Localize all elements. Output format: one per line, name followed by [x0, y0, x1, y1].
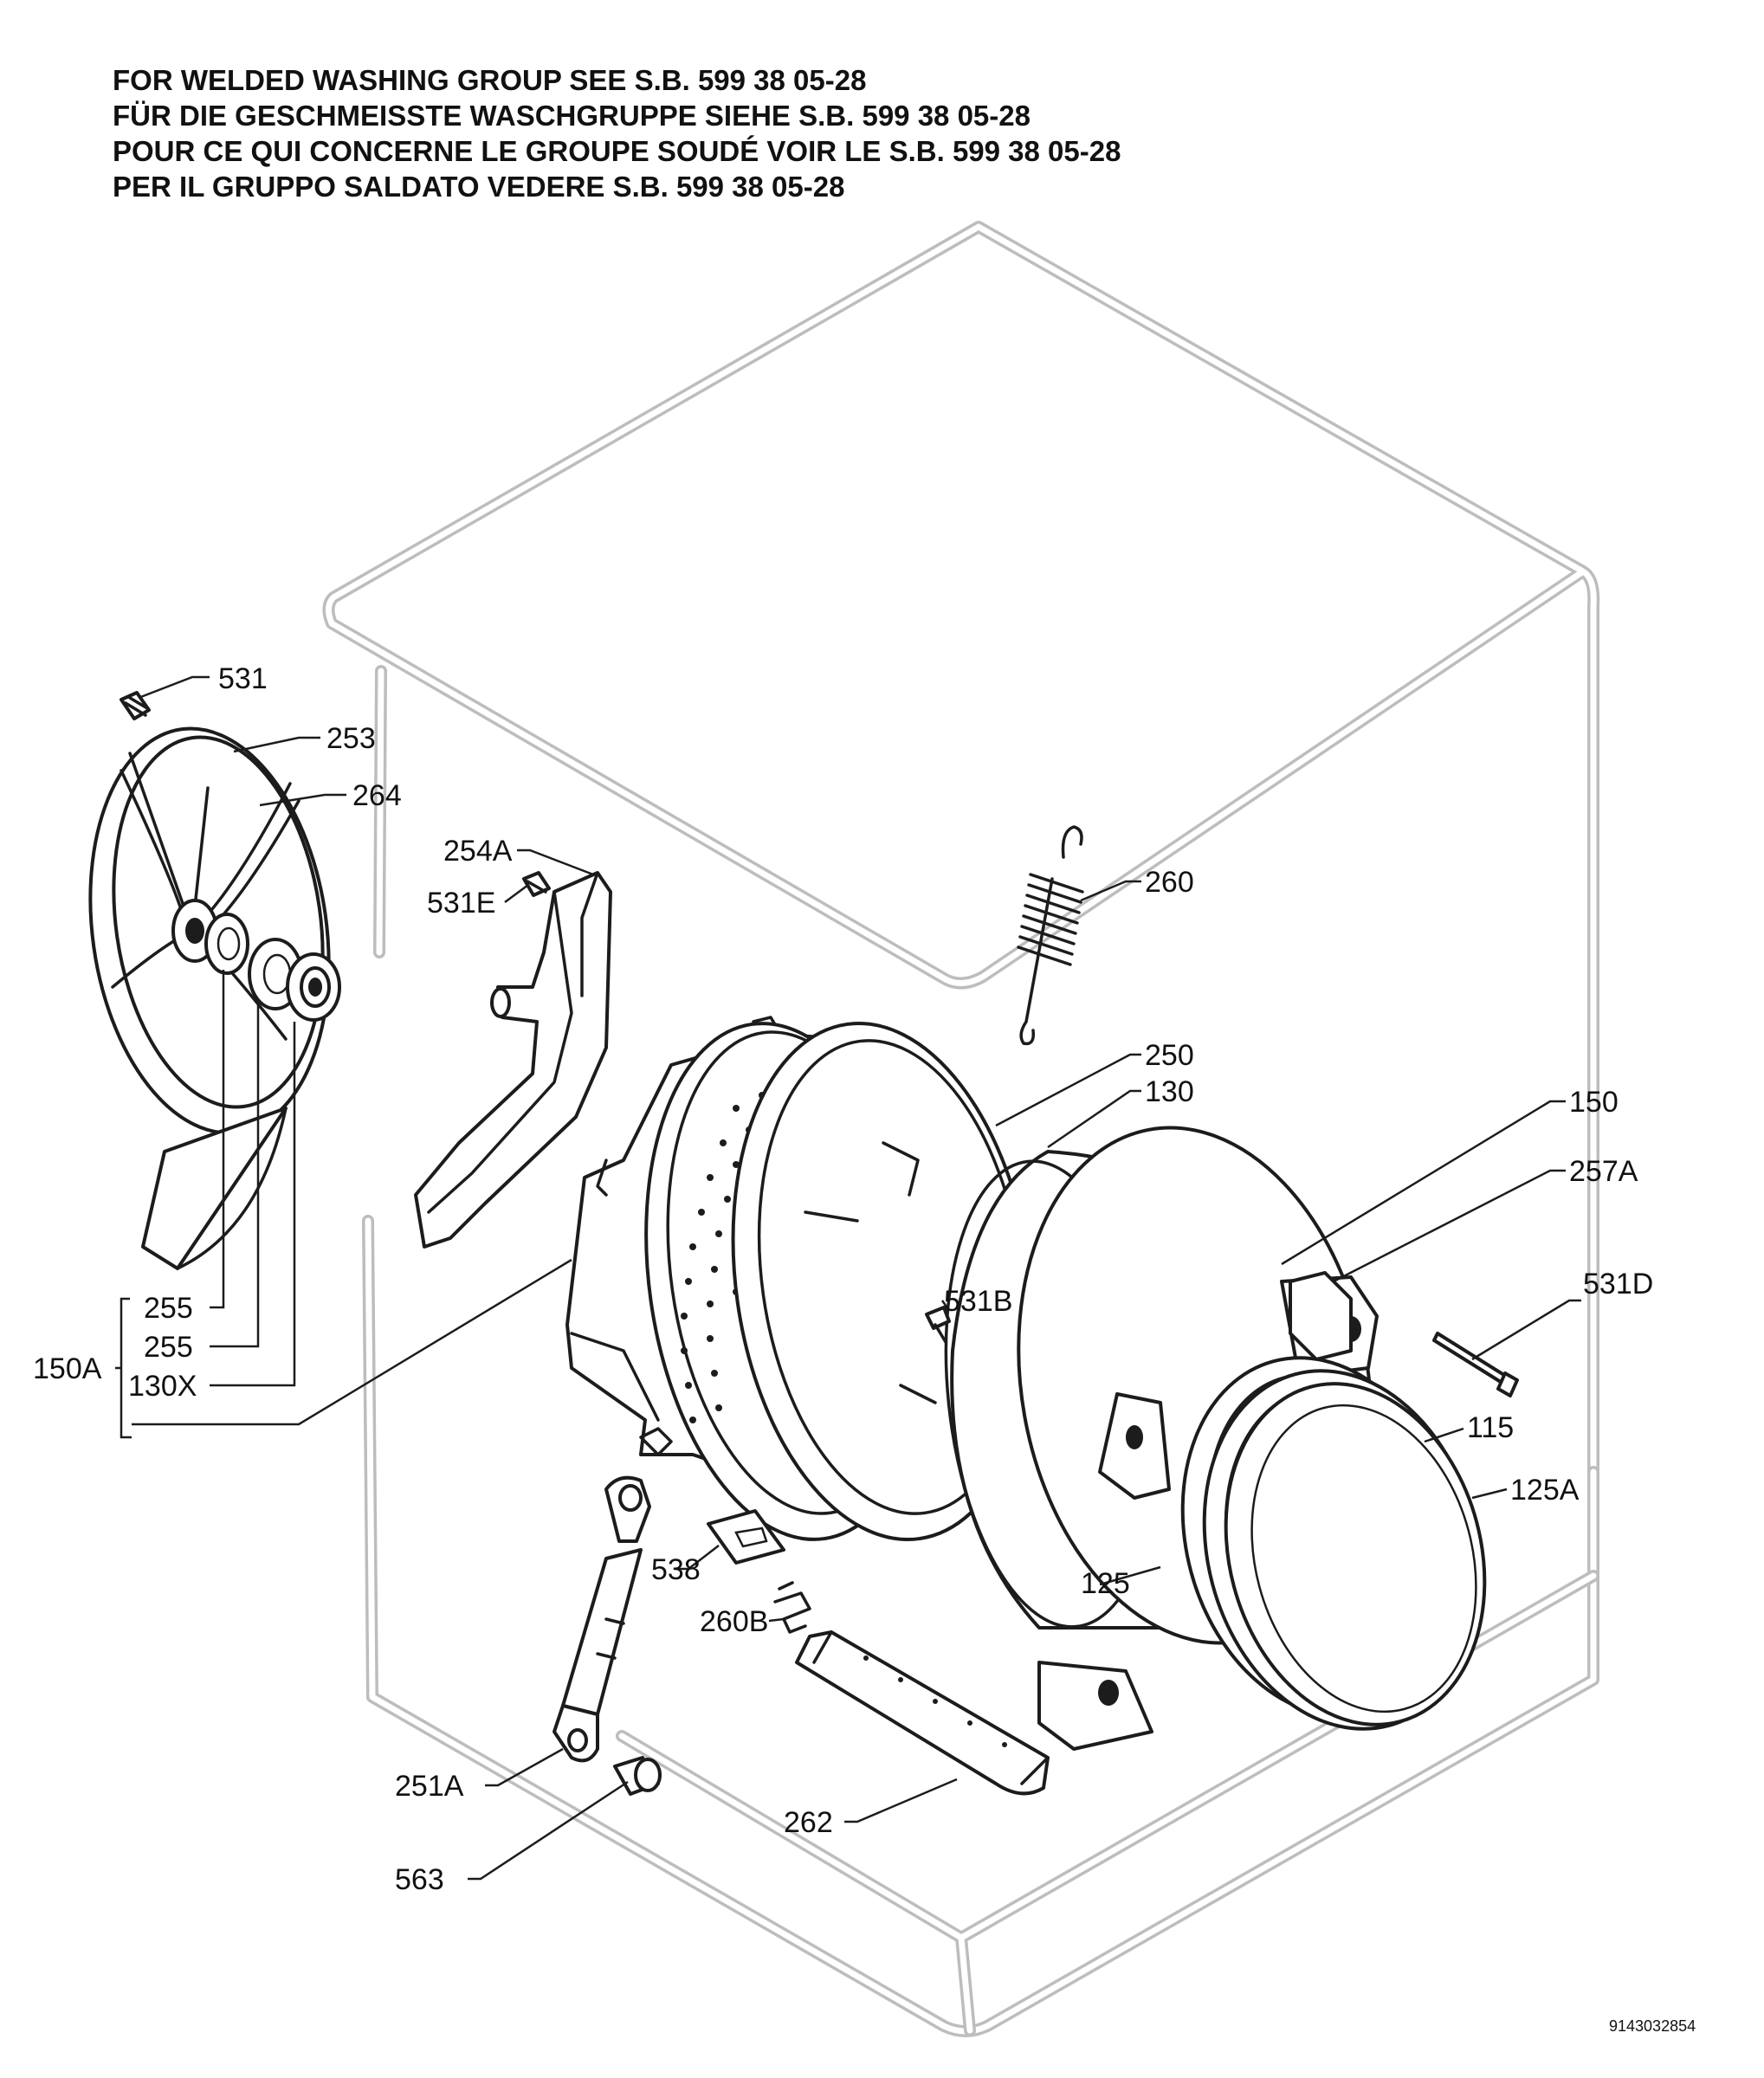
callout-251a: 251A: [395, 1770, 464, 1803]
callout-125a: 125A: [1510, 1474, 1580, 1507]
callout-115: 115: [1467, 1411, 1514, 1444]
callout-531e: 531E: [427, 887, 495, 920]
cabinet-housing: [322, 221, 1600, 2037]
support-bar-262: [795, 1630, 1050, 1796]
callout-150a: 150A: [33, 1352, 102, 1385]
callout-531d: 531D: [1583, 1268, 1653, 1300]
shock-absorber: [552, 1475, 651, 1763]
callout-250: 250: [1145, 1039, 1194, 1072]
callout-130: 130: [1145, 1075, 1194, 1108]
header-note-french: POUR CE QUI CONCERNE LE GROUPE SOUDÉ VOI…: [113, 135, 1121, 167]
leader-lines: [115, 675, 1581, 1881]
callout-262: 262: [784, 1806, 833, 1839]
callout-253: 253: [326, 722, 376, 755]
screw-531b: [925, 1306, 951, 1344]
callout-labels: 531 253 264 254A 531E 260 250 130 150 25…: [33, 662, 1653, 1896]
callout-130x: 130X: [128, 1370, 197, 1403]
callout-563: 563: [395, 1863, 444, 1896]
callout-125: 125: [1081, 1567, 1130, 1600]
screw-531e: [522, 871, 551, 897]
bolt-531d: [1432, 1332, 1519, 1397]
callout-257a: 257A: [1569, 1155, 1638, 1188]
document-number: 9143032854: [1609, 2017, 1696, 2035]
callout-260b: 260B: [700, 1605, 768, 1638]
callout-531: 531: [218, 662, 268, 695]
callout-260: 260: [1145, 866, 1194, 899]
screw-531: [120, 691, 151, 720]
seal-130x: [286, 952, 341, 1022]
callout-531b: 531B: [944, 1285, 1012, 1318]
suspension-spring: [1017, 825, 1084, 1046]
pin-563: [613, 1756, 662, 1796]
callout-254a: 254A: [443, 835, 513, 868]
header-note-german: FÜR DIE GESCHMEISSTE WASCHGRUPPE SIEHE S…: [113, 100, 1031, 132]
spider-arm: [414, 871, 612, 1249]
callout-264: 264: [352, 779, 402, 812]
header-note-english: FOR WELDED WASHING GROUP SEE S.B. 599 38…: [113, 64, 867, 96]
callout-538: 538: [651, 1553, 701, 1586]
door-seal-ring: [1180, 1356, 1487, 1731]
callout-150: 150: [1569, 1086, 1619, 1119]
tub-clamp-257a: [1289, 1271, 1353, 1361]
callout-255-inner: 255: [144, 1292, 193, 1325]
header-note-italian: PER IL GRUPPO SALDATO VEDERE S.B. 599 38…: [113, 171, 845, 203]
callout-255-outer: 255: [144, 1331, 193, 1364]
header-notes: FOR WELDED WASHING GROUP SEE S.B. 599 38…: [113, 62, 1121, 204]
plate-538: [707, 1509, 785, 1565]
clip-260b: [773, 1581, 811, 1634]
bearing-255-inner: [204, 913, 249, 975]
